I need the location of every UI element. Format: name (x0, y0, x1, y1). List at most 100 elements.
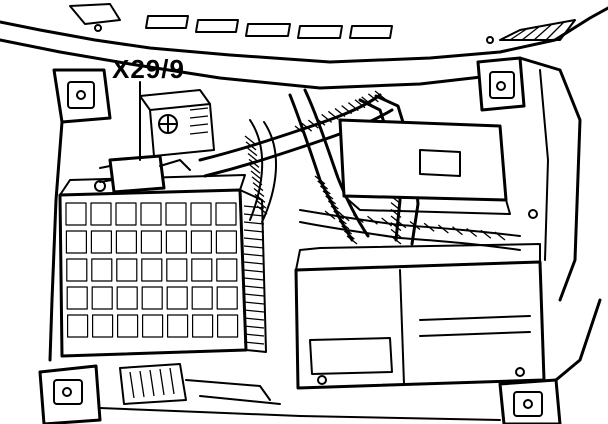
fuse-cell (165, 230, 187, 254)
harness-wrap-stroke (249, 164, 261, 174)
left-wall (48, 120, 64, 362)
fuse-box-ribs (243, 205, 265, 345)
harness-wrap-stroke (480, 229, 492, 239)
harness-wrap-stroke (395, 219, 407, 229)
right-bracket (476, 56, 582, 302)
harness-wrap-stroke (252, 182, 264, 192)
fuse-box-rib (243, 325, 265, 329)
fuse-box-rib (243, 309, 265, 313)
fuse-box-rib (243, 301, 265, 305)
harness-wrap-stroke (374, 90, 386, 100)
upper-panel (0, 3, 608, 90)
harness-wrap-stroke (354, 99, 366, 109)
harness-wrap-stroke (381, 217, 393, 227)
harness-wrap-stroke (250, 170, 262, 180)
fuse-cell (167, 314, 189, 338)
fuse-cell (116, 314, 139, 338)
harness-wrap-stroke (254, 193, 266, 203)
harness-wrap-stroke (423, 222, 435, 232)
harness-wrap-stroke (327, 110, 339, 120)
fuse-cell (216, 258, 238, 282)
fuse-cell (140, 230, 162, 254)
harness-wrap-stroke (390, 228, 402, 238)
fuse-cell (140, 202, 162, 226)
fuse-cell (192, 314, 214, 338)
harness-wrap-stroke (324, 210, 336, 220)
harness-wrap-stroke (248, 158, 260, 168)
fuse-box-rib (243, 237, 265, 241)
harness-wrap-stroke (390, 202, 402, 212)
harness-wrap-stroke (314, 175, 326, 185)
harness-wrap-stroke (334, 107, 346, 118)
fuse-box (58, 174, 267, 358)
fuse-box-rib (243, 213, 265, 217)
fuse-box-rib (243, 245, 265, 249)
harness-wrap-stroke (361, 96, 373, 106)
vent-slots (145, 15, 393, 39)
harness-wrap-stroke (466, 227, 478, 238)
harness-wrap-stroke (335, 215, 347, 225)
harness-wrap-stroke (246, 147, 258, 157)
fuse-cell (142, 314, 164, 338)
harness-wrap-stroke (346, 235, 358, 245)
harness-wrap-stroke (325, 195, 337, 205)
harness-wrap-stroke (352, 213, 364, 224)
harness-wrap-stroke (322, 190, 334, 200)
harness-wrap-stroke (338, 220, 350, 230)
harness-wrap-stroke (341, 225, 353, 235)
fuse-cell (166, 258, 188, 282)
bottom-right-bracket (498, 298, 602, 424)
fuse-cell (216, 286, 238, 310)
fuse-box-rib (243, 317, 265, 321)
harness-wrap-stroke (341, 105, 353, 115)
fuse-box-rib (243, 285, 265, 289)
fuse-cell (66, 258, 88, 282)
harness-wrap-stroke (253, 187, 265, 198)
fuse-cell (190, 202, 212, 226)
fuse-cell (166, 286, 188, 310)
fuse-cell (115, 202, 137, 226)
fuse-grid (65, 202, 239, 338)
fuse-cell (191, 286, 213, 310)
fuse-box-rib (243, 253, 265, 257)
fuse-cell (91, 314, 114, 338)
fuse-box-rib (243, 277, 265, 281)
fuse-cell (215, 202, 237, 226)
harness-wrap-stroke (294, 125, 306, 135)
harness-wrap-stroke (338, 212, 350, 222)
harness-wrap-stroke (437, 224, 449, 234)
harness-wrap-stroke (255, 199, 267, 209)
fuse-cell (215, 230, 237, 254)
harness-wrap-stroke (409, 220, 421, 231)
harness-wrap-stroke (319, 185, 331, 195)
harness-wrap-stroke (307, 119, 319, 129)
harness-wrap-stroke (367, 93, 379, 103)
harness-wrap-stroke (317, 180, 329, 190)
fuse-box-rib (243, 333, 265, 337)
fuse-box-rib (243, 229, 265, 233)
bottom-left-bracket (38, 364, 102, 424)
fuse-cell (91, 258, 113, 282)
fuse-box-rib (243, 221, 265, 225)
harness-wrap-stroke (347, 102, 359, 112)
harness-wrap-stroke (367, 215, 378, 225)
fuse-cell (191, 258, 213, 282)
harness-wrap-stroke (245, 141, 257, 151)
callout-label: X29/9 (112, 54, 185, 84)
control-unit (294, 243, 546, 390)
fuse-cell (190, 230, 212, 254)
upper-module (338, 118, 511, 215)
lower-frame (99, 407, 501, 421)
harness-wrap-stroke (452, 226, 463, 236)
left-bracket (52, 68, 112, 124)
fuse-cell (217, 314, 239, 338)
fuse-cell (65, 230, 88, 254)
connector-x29-9 (94, 154, 191, 194)
harness-wrap-stroke (301, 122, 313, 132)
fuse-box-rib (243, 269, 265, 273)
fuse-cell (91, 286, 113, 310)
fuse-box-rib (243, 293, 265, 297)
bottom-plug (119, 363, 281, 405)
harness-wrap-stroke (390, 235, 402, 245)
